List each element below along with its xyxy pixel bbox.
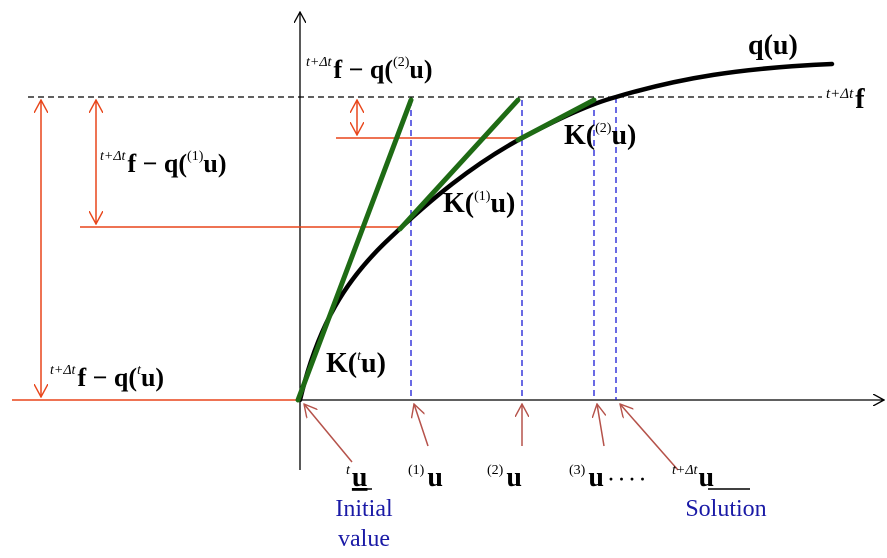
iterate-dots: · · · · bbox=[608, 469, 646, 489]
solution-label: t+Δtu bbox=[672, 462, 714, 493]
residual-2-label: t+Δtf − q((2)u) bbox=[306, 55, 433, 84]
pointer-initial bbox=[304, 404, 353, 463]
tangent-0 bbox=[295, 97, 414, 403]
iterate-1-label: (1)u bbox=[408, 462, 443, 493]
iterate-0-label: tu bbox=[346, 462, 367, 493]
pointer-solution bbox=[620, 404, 679, 471]
stiffness-1-label: K((1)u) bbox=[443, 188, 515, 219]
target-label: t+Δtf bbox=[826, 84, 865, 115]
curve-label: q(u) bbox=[748, 30, 798, 61]
stiffness-2-label: K((2)u) bbox=[564, 120, 636, 151]
initial-caption-2: value bbox=[338, 526, 390, 552]
pointer-iterate-3 bbox=[597, 404, 604, 447]
solution-caption: Solution bbox=[685, 496, 766, 522]
tangent-2 bbox=[515, 97, 597, 143]
iterate-2-label: (2)u bbox=[487, 462, 522, 493]
stiffness-0-label: K(tu) bbox=[326, 348, 386, 379]
tangent-1 bbox=[397, 97, 521, 232]
residual-0-label: t+Δtf − q(tu) bbox=[50, 363, 164, 392]
pointer-iterate-1 bbox=[414, 404, 429, 447]
initial-caption: Initial bbox=[335, 496, 393, 522]
iterate-3-label: (3)u bbox=[569, 462, 604, 493]
residual-1-label: t+Δtf − q((1)u) bbox=[100, 149, 227, 178]
